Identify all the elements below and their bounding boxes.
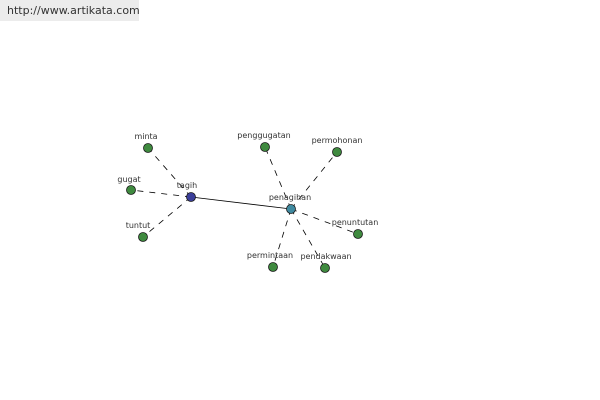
node-label-permintaan: permintaan	[247, 251, 293, 260]
edge-penagihan-permohonan	[290, 151, 338, 210]
node-label-penuntutan: penuntutan	[332, 218, 379, 227]
node-label-permohonan: permohonan	[312, 136, 363, 145]
edge-tagih-tuntut	[142, 196, 192, 238]
edge-tagih-penagihan	[190, 196, 292, 210]
edge-penagihan-permintaan	[272, 208, 292, 268]
node-gugat[interactable]	[126, 185, 136, 195]
node-tuntut[interactable]	[138, 232, 148, 242]
node-penggugatan[interactable]	[260, 142, 270, 152]
labels-layer: tagih penagihan minta gugat tuntut penggugata…	[117, 131, 378, 261]
node-pendakwaan[interactable]	[320, 263, 330, 273]
node-label-penggugatan: penggugatan	[237, 131, 290, 140]
node-label-gugat: gugat	[117, 175, 140, 184]
node-label-minta: minta	[134, 132, 157, 141]
node-label-tuntut: tuntut	[126, 221, 151, 230]
watermark-bar: http://www.artikata.com	[0, 0, 140, 21]
node-label-tagih: tagih	[177, 181, 197, 190]
edges-layer	[130, 146, 359, 269]
watermark-url: http://www.artikata.com	[7, 4, 140, 17]
node-label-pendakwaan: pendakwaan	[300, 252, 351, 261]
node-permohonan[interactable]	[332, 147, 342, 157]
node-label-penagihan: penagihan	[269, 193, 311, 202]
node-penuntutan[interactable]	[353, 229, 363, 239]
node-permintaan[interactable]	[268, 262, 278, 272]
node-minta[interactable]	[143, 143, 153, 153]
edge-tagih-gugat	[130, 189, 192, 198]
nodes-layer	[126, 142, 363, 273]
node-tagih[interactable]	[186, 192, 196, 202]
node-penagihan[interactable]	[286, 204, 296, 214]
